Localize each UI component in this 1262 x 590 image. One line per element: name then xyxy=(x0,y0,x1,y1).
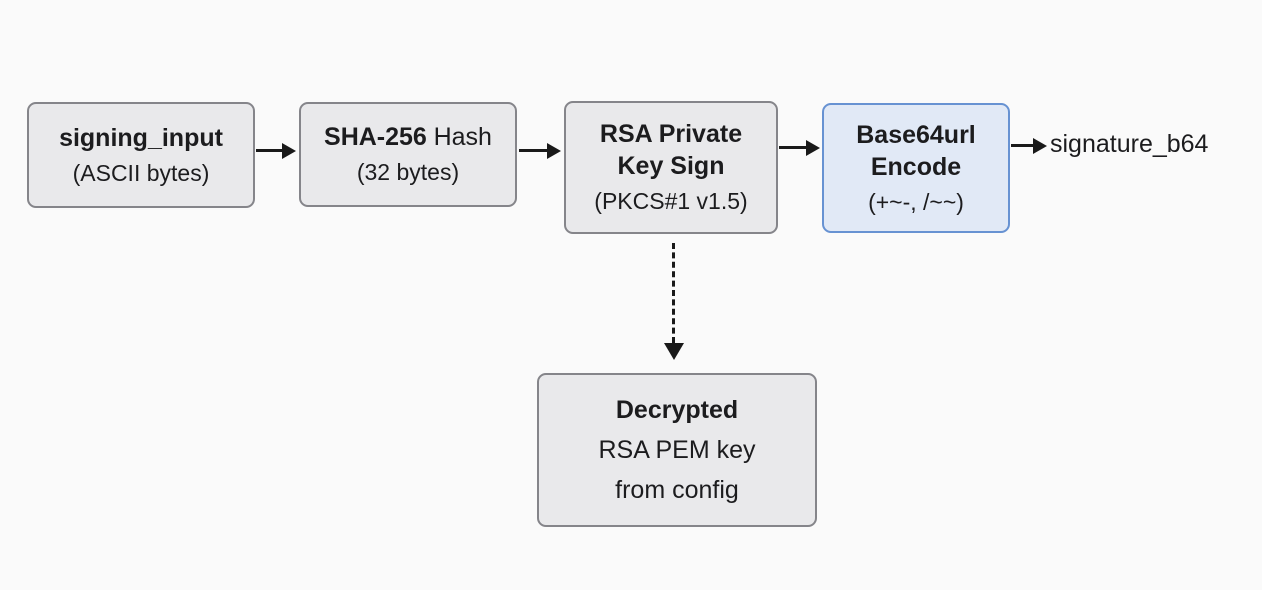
node-decrypted-rsa-pem-key: Decrypted RSA PEM key from config xyxy=(537,373,817,527)
node-subtitle: (32 bytes) xyxy=(356,159,460,186)
node-subtitle: (PKCS#1 v1.5) xyxy=(594,188,748,215)
node-title-line1: RSA Private xyxy=(599,120,743,149)
node-subtitle: (+~-, /~~) xyxy=(868,188,964,215)
arrow-signing-input-to-sha256 xyxy=(256,149,282,152)
node-signing-input: signing_input (ASCII bytes) xyxy=(27,102,255,208)
node-title: Decrypted xyxy=(615,396,739,424)
output-label-signature-b64: signature_b64 xyxy=(1050,130,1209,158)
node-body-line3: from config xyxy=(615,476,739,504)
node-title-bold: SHA-256 xyxy=(324,123,427,152)
node-body-line2: RSA PEM key xyxy=(598,436,756,464)
node-title-line2: Encode xyxy=(870,152,962,181)
dashed-arrow-rsa-sign-to-decrypted-key xyxy=(663,243,684,360)
arrow-rsa-sign-to-base64url xyxy=(779,146,806,149)
arrow-base64url-to-output xyxy=(1011,144,1033,147)
arrow-sha256-to-rsa-sign xyxy=(519,149,547,152)
node-title: signing_input xyxy=(59,123,223,152)
node-title-regular: Hash xyxy=(433,123,492,152)
node-title-line1: Base64url xyxy=(856,120,976,149)
node-rsa-private-key-sign: RSA Private Key Sign (PKCS#1 v1.5) xyxy=(564,101,778,234)
node-subtitle: (ASCII bytes) xyxy=(72,159,210,186)
node-title-line2: Key Sign xyxy=(617,152,725,181)
node-base64url-encode: Base64url Encode (+~-, /~~) xyxy=(822,103,1010,233)
